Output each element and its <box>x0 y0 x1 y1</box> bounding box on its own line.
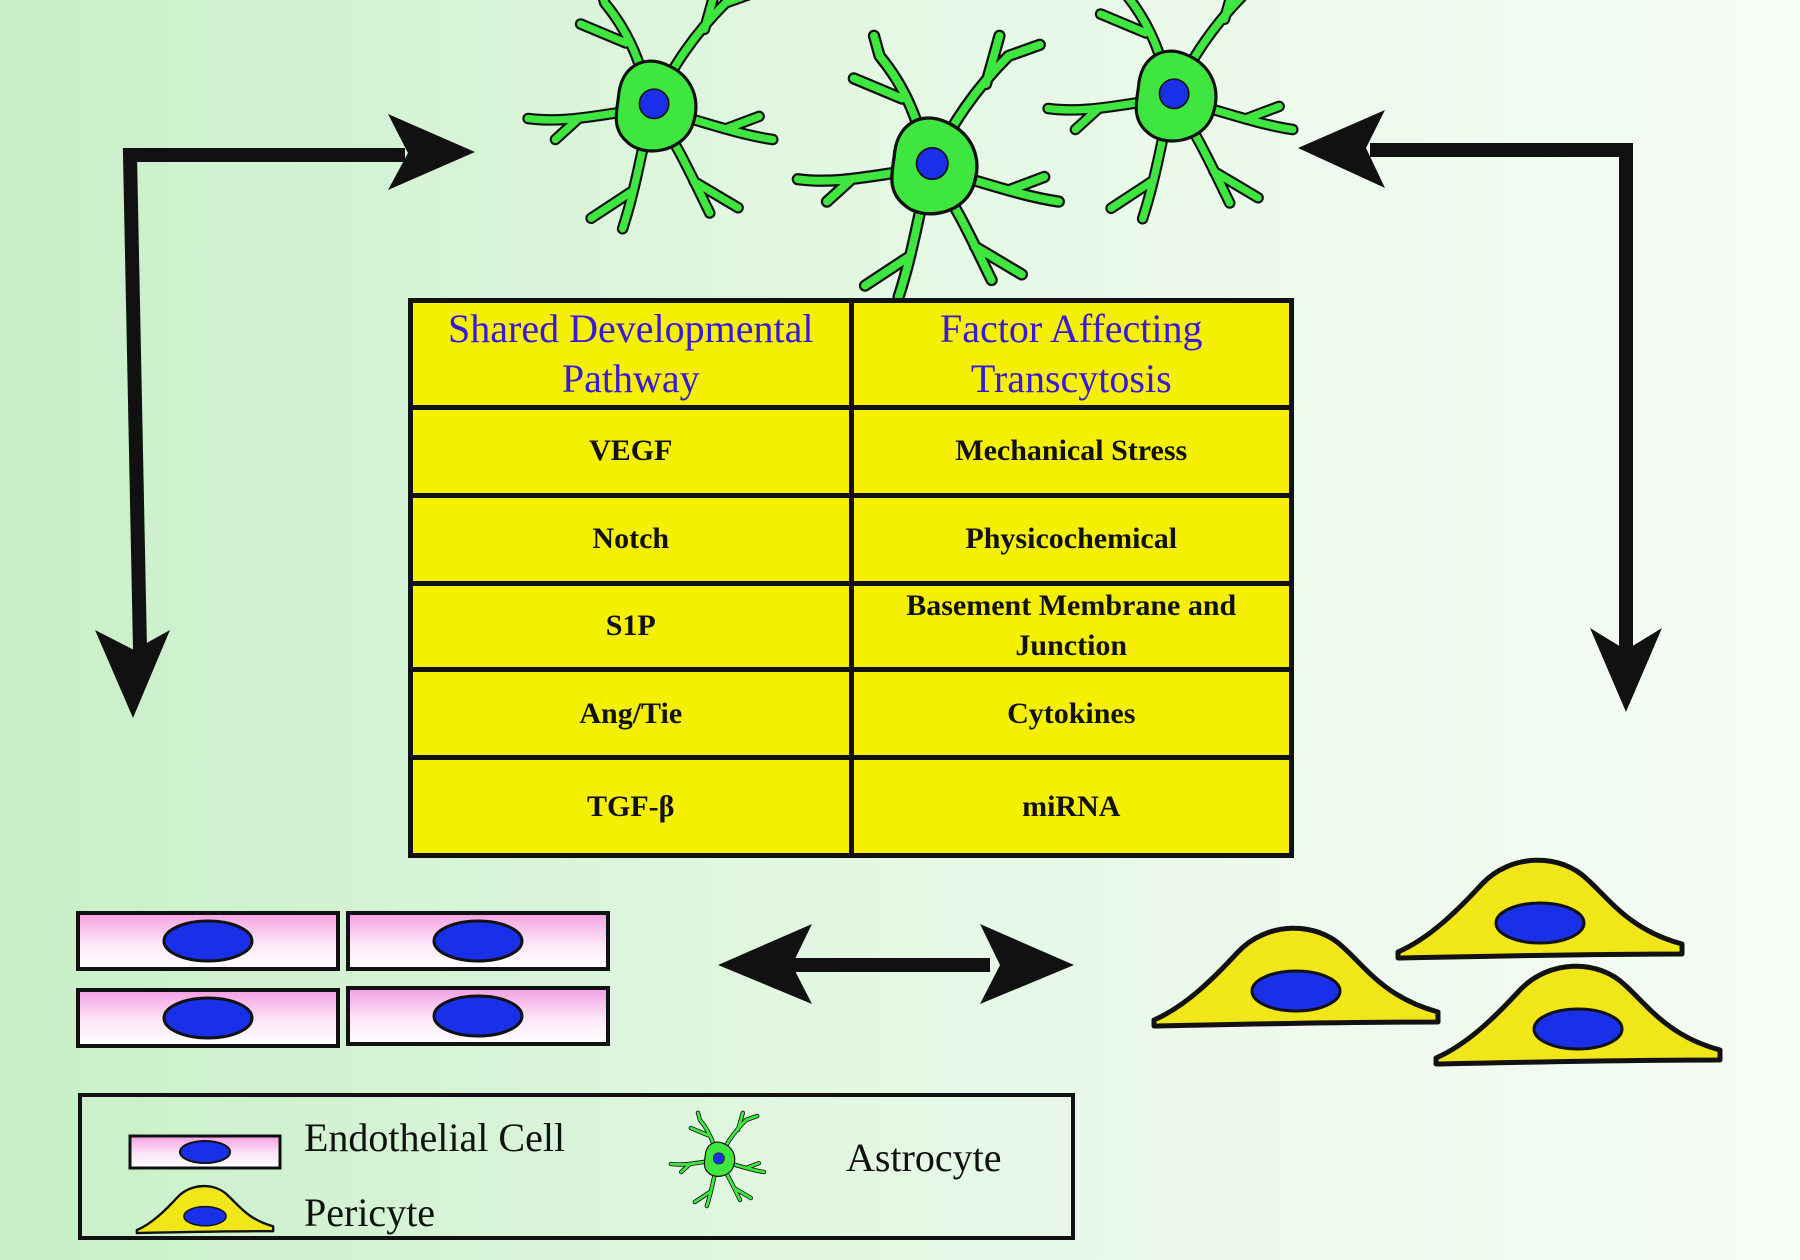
endothelial-cell <box>346 911 610 971</box>
table-row: Notch Physicochemical <box>408 492 1294 586</box>
legend-endothelial-icon <box>128 1134 282 1170</box>
table-row: Ang/Tie Cytokines <box>408 667 1294 761</box>
pathway-cell: Notch <box>408 492 854 586</box>
astrocyte-cell <box>798 36 1059 297</box>
table-row: VEGF Mechanical Stress <box>408 405 1294 498</box>
factor-cell: Mechanical Stress <box>848 405 1294 498</box>
pathway-cell: VEGF <box>408 405 854 498</box>
endothelial-cell <box>76 911 340 971</box>
table-row: S1P Basement Membrane and Junction <box>408 580 1294 673</box>
table-row: TGF-β miRNA <box>408 755 1294 858</box>
pathway-cell: TGF-β <box>408 755 854 858</box>
pathway-cell: Ang/Tie <box>408 667 854 761</box>
factor-table: Shared Developmental Pathway Factor Affe… <box>408 297 1294 858</box>
legend-box <box>78 1093 1075 1240</box>
astrocyte-cell <box>1048 0 1293 219</box>
legend-endothelial-label: Endothelial Cell <box>304 1115 566 1160</box>
header-shared-pathway: Shared Developmental Pathway <box>408 297 854 411</box>
astrocyte-cell <box>528 0 773 229</box>
factor-cell: Cytokines <box>848 667 1294 761</box>
endothelial-cell <box>76 988 340 1048</box>
header-transcytosis-factor: Factor Affecting Transcytosis <box>848 297 1294 411</box>
factor-cell: Basement Membrane and Junction <box>848 580 1294 673</box>
legend-pericyte-label: Pericyte <box>304 1190 436 1235</box>
endothelial-cell <box>346 986 610 1046</box>
factor-cell: Physicochemical <box>848 492 1294 586</box>
arrow-astrocyte-to-endothelial <box>95 114 475 718</box>
legend-astrocyte-label: Astrocyte <box>846 1135 1002 1180</box>
pericyte-cell <box>1154 928 1438 1026</box>
factor-cell: miRNA <box>848 755 1294 858</box>
arrow-astrocyte-to-pericyte <box>1298 110 1662 712</box>
pericyte-cell <box>1436 966 1720 1064</box>
pericyte-cell <box>1398 860 1682 958</box>
arrow-endothelial-pericyte <box>718 924 1074 1004</box>
table-header-row: Shared Developmental Pathway Factor Affe… <box>408 297 1294 411</box>
pathway-cell: S1P <box>408 580 854 673</box>
